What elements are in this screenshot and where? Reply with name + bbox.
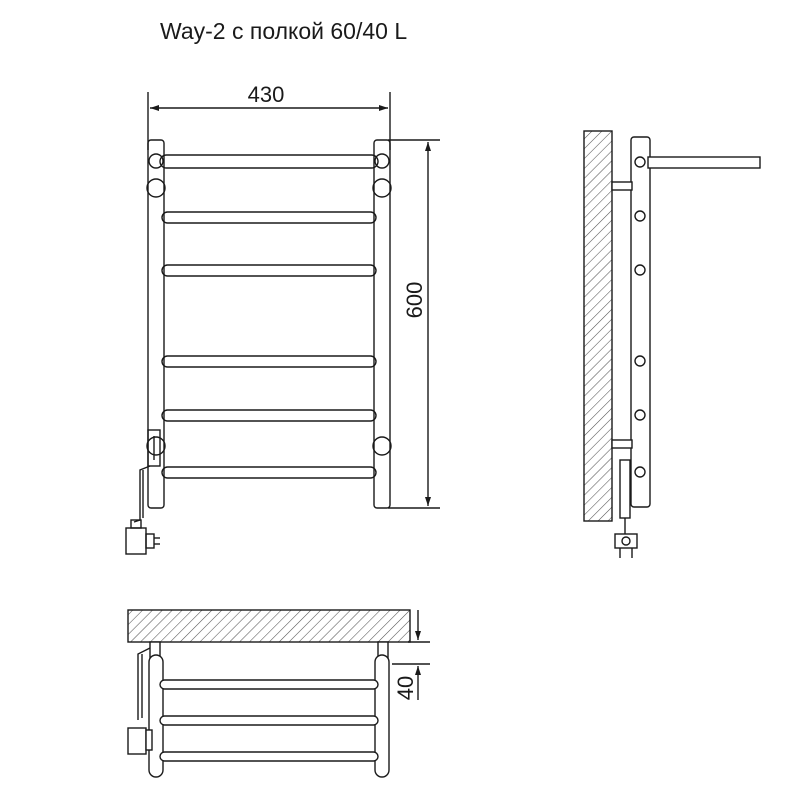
side-bracket-bottom — [611, 439, 633, 449]
top-bar-end-right — [374, 153, 390, 169]
rung-1 — [161, 211, 377, 224]
right-rail — [373, 139, 391, 509]
top-bar-1 — [159, 679, 379, 690]
top-bar-3 — [159, 751, 379, 762]
rung-4 — [161, 409, 377, 422]
height-label: 600 — [402, 282, 427, 319]
side-rung-end-4 — [634, 355, 646, 367]
width-label: 430 — [248, 82, 285, 107]
height-dimension: 600 — [388, 139, 440, 509]
side-bracket-top — [611, 181, 633, 191]
top-bar-2 — [159, 715, 379, 726]
side-rung-end-5 — [634, 409, 646, 421]
depth-dimension: 40 — [392, 610, 430, 700]
shelf-arm — [647, 156, 761, 169]
bracket-top-right — [372, 178, 392, 198]
bracket-bottom-right — [372, 436, 392, 456]
side-rung-end-3 — [634, 264, 646, 276]
bracket-bottom-left — [146, 436, 166, 456]
rung-5 — [161, 466, 377, 479]
top-view: 40 — [127, 609, 430, 778]
top-wall-section — [127, 609, 411, 643]
bracket-top-left — [146, 178, 166, 198]
top-plug — [127, 727, 147, 755]
rung-2 — [161, 264, 377, 277]
left-rail — [147, 139, 165, 509]
side-rail — [630, 136, 651, 508]
top-bar — [159, 154, 379, 169]
side-heater — [619, 459, 631, 519]
side-view — [583, 130, 761, 558]
heater-controller — [147, 429, 161, 467]
front-view: 430 600 — [125, 82, 440, 555]
side-rung-end-6 — [634, 466, 646, 478]
power-plug — [125, 519, 160, 555]
side-plug — [614, 533, 638, 558]
wall-section — [583, 130, 613, 522]
width-dimension: 430 — [147, 82, 391, 150]
side-rung-end-1 — [634, 156, 646, 168]
drawing-title: Way-2 с полкой 60/40 L — [160, 18, 408, 44]
top-cable — [137, 647, 151, 720]
top-bar-end-left — [148, 153, 164, 169]
rung-3 — [161, 355, 377, 368]
side-rung-end-2 — [634, 210, 646, 222]
depth-label: 40 — [393, 676, 418, 700]
power-cable — [133, 465, 151, 523]
